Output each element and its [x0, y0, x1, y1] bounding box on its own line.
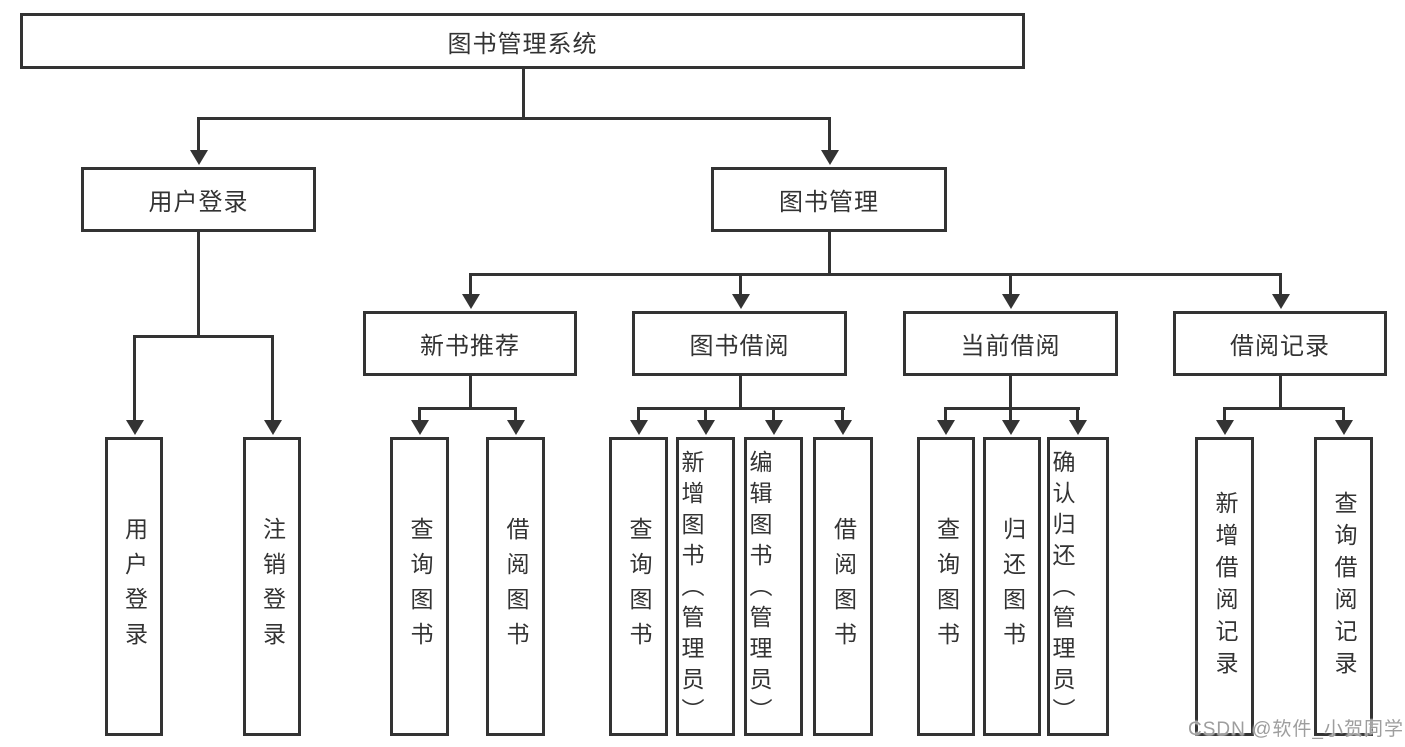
node-current-borrow-label: 当前借阅 [960, 333, 1061, 360]
arrow-to-borrow-records [1272, 273, 1290, 309]
leaf-current-return-label: 归还图书 [999, 516, 1026, 657]
node-book-management-label: 图书管理 [779, 189, 879, 216]
leaf-current-return: 归还图书 [983, 437, 1041, 736]
leaf-bookborrow-edit: 编辑图书（管理员） [744, 437, 803, 736]
leaf-current-query: 查询图书 [917, 437, 975, 736]
connector-current-borrow-stem [1009, 376, 1012, 410]
leaf-records-query: 查询借阅记录 [1314, 437, 1373, 736]
leaf-logout: 注销登录 [243, 437, 301, 736]
leaf-newbook-query-label: 查询图书 [407, 516, 433, 657]
leaf-bookborrow-borrow: 借阅图书 [813, 437, 873, 736]
arrow-records-add [1216, 407, 1234, 435]
node-user-login-label: 用户登录 [148, 189, 249, 216]
connector-root-stem [522, 69, 525, 120]
arrow-records-query [1335, 407, 1353, 435]
arrow-to-leaf-user-login [126, 335, 144, 435]
leaf-bookborrow-query: 查询图书 [609, 437, 668, 736]
node-user-login: 用户登录 [81, 167, 316, 232]
arrow-new-book-borrow [507, 407, 525, 435]
node-book-management: 图书管理 [711, 167, 947, 232]
leaf-current-query-label: 查询图书 [933, 516, 960, 657]
arrow-book-borrow-add [697, 407, 715, 435]
arrow-to-current-borrow [1002, 273, 1020, 309]
connector-new-book-rail [418, 407, 517, 410]
connector-borrow-records-stem [1279, 376, 1282, 410]
connector-book-borrow-stem [739, 376, 742, 410]
arrow-to-book-management [821, 117, 839, 165]
node-system-root: 图书管理系统 [20, 13, 1025, 69]
connector-user-login-stem [197, 232, 200, 338]
arrow-book-borrow-borrow [834, 407, 852, 435]
arrow-current-query [937, 407, 955, 435]
connector-borrow-records-rail [1223, 407, 1345, 410]
leaf-bookborrow-add: 新增图书（管理员） [676, 437, 735, 736]
watermark-csdn: CSDN @软件_小贺同学 [1188, 719, 1404, 740]
arrow-to-new-book [462, 273, 480, 309]
node-borrow-records: 借阅记录 [1173, 311, 1387, 376]
connector-book-management-stem [828, 232, 831, 276]
leaf-newbook-borrow: 借阅图书 [486, 437, 545, 736]
leaf-bookborrow-edit-label: 编辑图书（管理员） [746, 450, 772, 729]
arrow-current-return [1002, 407, 1020, 435]
leaf-records-add: 新增借阅记录 [1195, 437, 1254, 736]
node-book-borrow-label: 图书借阅 [689, 333, 790, 360]
leaf-newbook-borrow-label: 借阅图书 [503, 516, 529, 657]
arrow-new-book-query [411, 407, 429, 435]
leaf-bookborrow-add-label: 新增图书（管理员） [678, 450, 704, 729]
arrow-book-borrow-edit [765, 407, 783, 435]
connector-level3-rail [469, 273, 1281, 276]
connector-user-login-rail [133, 335, 274, 338]
leaf-records-add-label: 新增借阅记录 [1212, 490, 1238, 683]
arrow-to-user-login [190, 117, 208, 165]
node-new-book-recommend: 新书推荐 [363, 311, 577, 376]
node-system-root-label: 图书管理系统 [447, 30, 598, 58]
leaf-newbook-query: 查询图书 [390, 437, 449, 736]
arrow-book-borrow-query [630, 407, 648, 435]
node-borrow-records-label: 借阅记录 [1230, 333, 1330, 360]
arrow-to-leaf-logout [264, 335, 282, 435]
leaf-user-login: 用户登录 [105, 437, 163, 736]
node-current-borrow: 当前借阅 [903, 311, 1118, 376]
connector-book-borrow-rail [637, 407, 845, 410]
connector-level2-rail [197, 117, 830, 120]
leaf-current-confirm: 确认归还（管理员） [1047, 437, 1109, 736]
leaf-user-login-label: 用户登录 [121, 516, 148, 657]
connector-new-book-stem [469, 376, 472, 410]
arrow-current-confirm [1069, 407, 1087, 435]
leaf-current-confirm-label: 确认归还（管理员） [1049, 450, 1075, 729]
node-new-book-recommend-label: 新书推荐 [420, 333, 520, 360]
arrow-to-book-borrow [732, 273, 750, 309]
leaf-logout-label: 注销登录 [259, 516, 286, 657]
leaf-records-query-label: 查询借阅记录 [1331, 490, 1357, 683]
leaf-bookborrow-borrow-label: 借阅图书 [830, 516, 857, 657]
leaf-bookborrow-query-label: 查询图书 [626, 516, 652, 657]
node-book-borrow: 图书借阅 [632, 311, 847, 376]
connector-current-borrow-rail [944, 407, 1080, 410]
